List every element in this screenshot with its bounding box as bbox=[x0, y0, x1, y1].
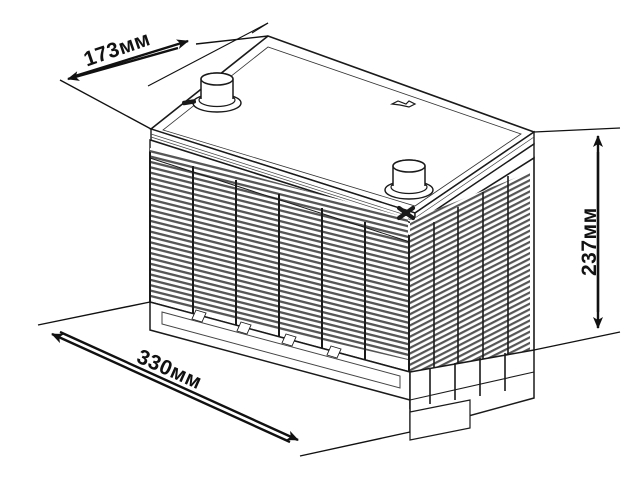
depth-extension-line-left bbox=[147, 22, 269, 87]
height-label-group: 237мм bbox=[578, 207, 601, 276]
base-side bbox=[409, 349, 535, 441]
depth-extension-line-right bbox=[251, 22, 269, 34]
lid-inner-edge bbox=[162, 46, 522, 207]
base-channel bbox=[161, 311, 401, 389]
length-arrow-left bbox=[51, 332, 291, 444]
base-tab-2 bbox=[236, 321, 252, 335]
length-witness-line-left bbox=[37, 301, 151, 326]
positive-terminal-marking bbox=[396, 205, 416, 221]
base-tab-4 bbox=[326, 345, 342, 359]
depth-witness-line-left bbox=[59, 79, 152, 130]
base-tab-3 bbox=[281, 333, 297, 347]
lid-rim-line-1 bbox=[150, 133, 416, 219]
lid-vent-tab bbox=[389, 100, 417, 108]
battery-body bbox=[149, 35, 536, 441]
negative-terminal-top bbox=[200, 72, 234, 86]
positive-terminal-top bbox=[392, 159, 426, 173]
depth-arrow-upper-right bbox=[74, 39, 189, 78]
negative-terminal bbox=[182, 72, 242, 113]
base-front-foot bbox=[409, 399, 471, 441]
length-arrow-right bbox=[59, 330, 299, 442]
base-tab-1 bbox=[191, 309, 207, 323]
height-extension-line-top bbox=[533, 127, 621, 133]
dimension-height-237: 237мм bbox=[533, 127, 621, 351]
depth-witness-line-right bbox=[195, 35, 269, 45]
height-dimension-label: 237мм bbox=[578, 207, 601, 276]
positive-terminal bbox=[384, 159, 434, 221]
length-witness-line-right bbox=[299, 431, 411, 457]
height-extension-line-bottom bbox=[533, 331, 621, 351]
lid-rim-side-line-1 bbox=[414, 136, 535, 219]
depth-arrow-lower-left bbox=[67, 46, 179, 81]
front-panel-top-inner bbox=[149, 157, 411, 243]
lid-rim-line-2 bbox=[150, 136, 416, 222]
negative-terminal-marking bbox=[182, 99, 197, 106]
